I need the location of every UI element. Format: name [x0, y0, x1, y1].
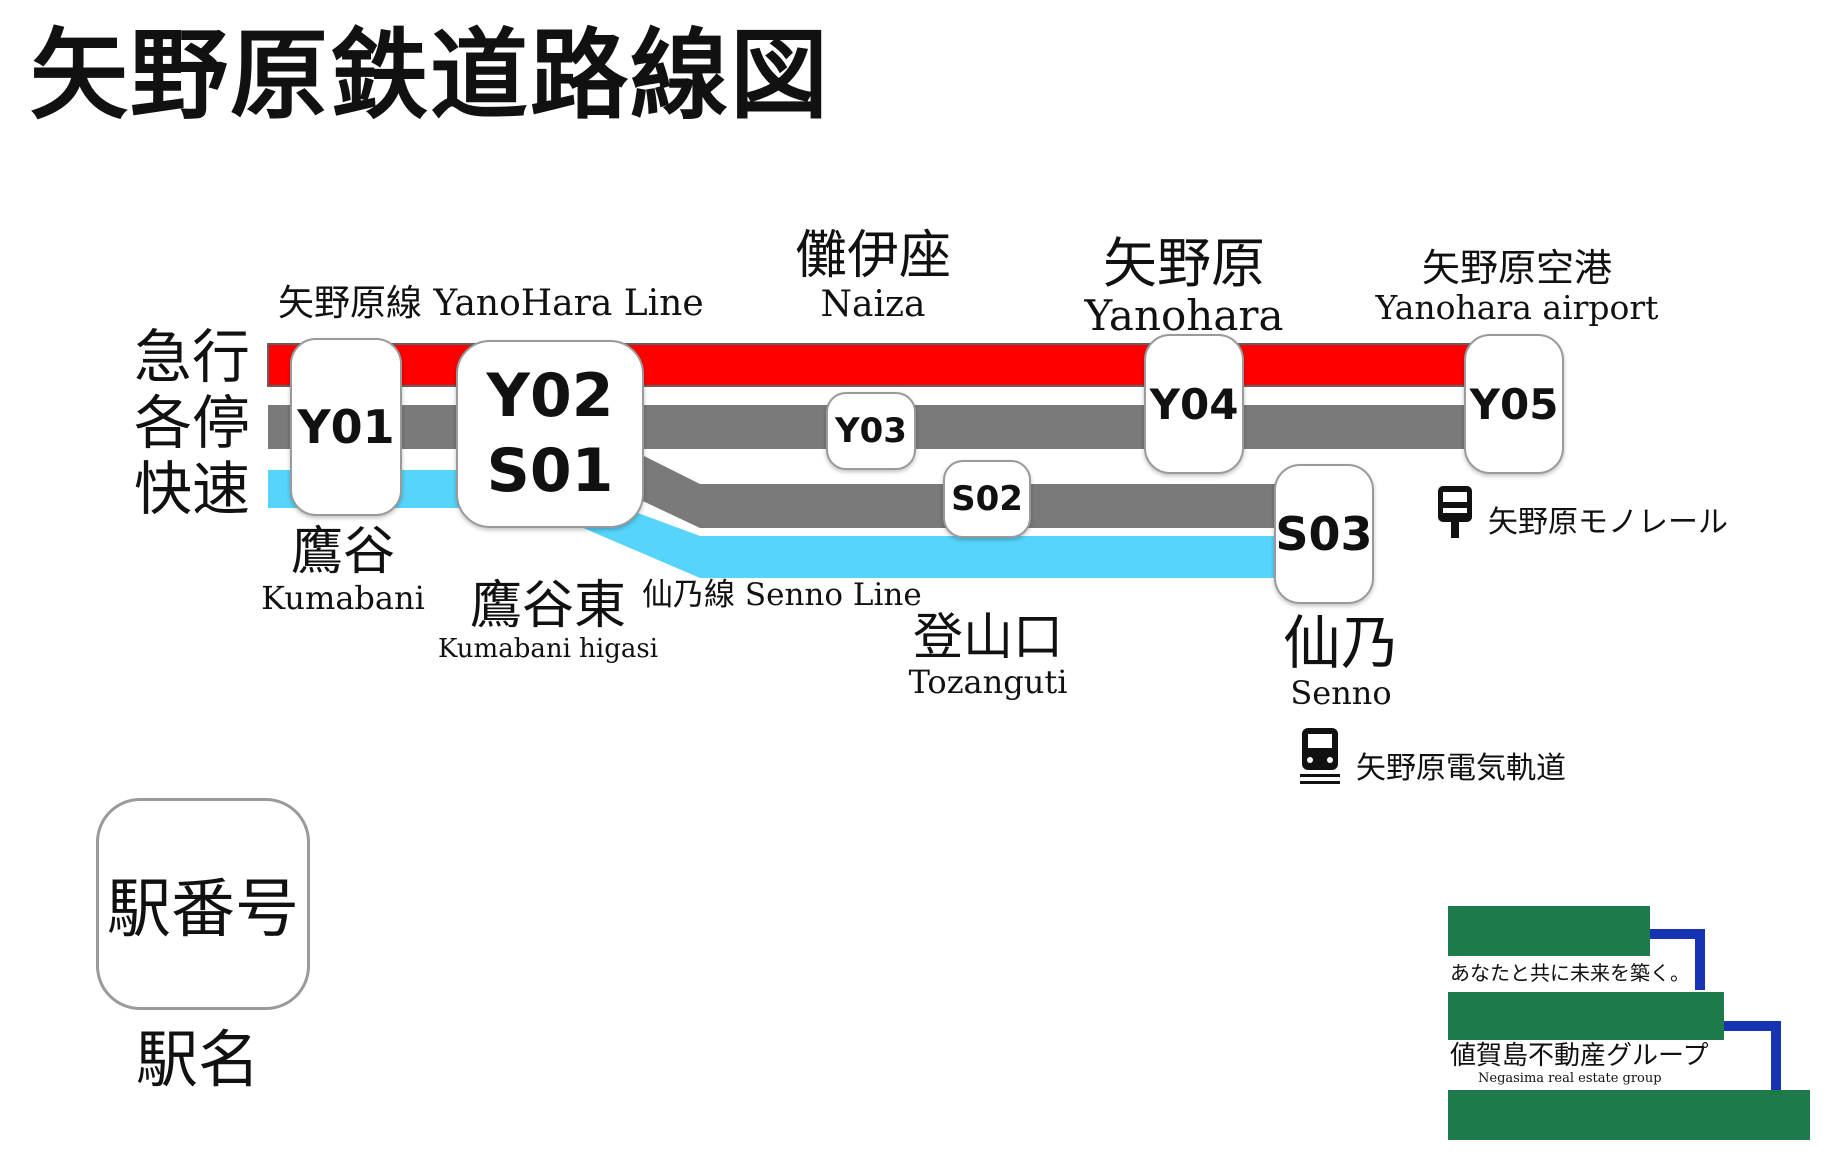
station-name-y02: 鷹谷東 Kumabani higasi	[437, 576, 659, 665]
service-rapid-label: 快速	[134, 455, 251, 523]
yanohara-line-label: 矢野原線 YanoHara Line	[278, 283, 704, 324]
station-badge-y01[interactable]: Y01	[290, 338, 402, 516]
ad-company: 値賀島不動産グループ	[1450, 1041, 1709, 1071]
station-badge-y03[interactable]: Y03	[826, 392, 916, 470]
senno-rapid-track	[560, 508, 1290, 578]
page-title: 矢野原鉄道路線図	[30, 19, 831, 133]
transfer-monorail-label: 矢野原モノレール	[1488, 505, 1728, 540]
station-name-y04: 矢野原 Yanohara	[1084, 232, 1284, 341]
station-name-s02: 登山口 Tozanguti	[908, 608, 1068, 701]
station-name-s03: 仙乃 Senno	[1282, 609, 1399, 712]
ad-bar-2	[1448, 992, 1724, 1040]
station-badge-y04[interactable]: Y04	[1144, 334, 1244, 474]
station-badge-y02-s01[interactable]: Y02 S01	[456, 340, 644, 528]
ad-bar-3	[1448, 1090, 1810, 1140]
transfer-tram-label: 矢野原電気軌道	[1356, 751, 1566, 786]
station-badge-s02[interactable]: S02	[943, 460, 1031, 538]
station-badge-y05[interactable]: Y05	[1464, 334, 1564, 474]
legend-code-badge: 駅番号	[96, 798, 310, 1010]
station-name-y05: 矢野原空港 Yanohara airport	[1375, 246, 1659, 327]
tram-icon	[1298, 726, 1342, 786]
ad-slogan: あなたと共に未来を築く。	[1450, 961, 1690, 985]
service-local-label: 各停	[134, 389, 251, 457]
ad-bar-1	[1448, 906, 1650, 956]
monorail-icon	[1436, 484, 1474, 540]
legend-name-label: 駅名	[136, 1023, 261, 1096]
station-name-y03: 儺伊座 Naiza	[794, 226, 951, 326]
station-name-y01: 鷹谷 Kumabani	[261, 522, 425, 618]
station-badge-s03[interactable]: S03	[1274, 464, 1374, 604]
service-express-label: 急行	[134, 323, 251, 391]
senno-line-label: 仙乃線 Senno Line	[642, 577, 922, 613]
ad-company-en: Negasima real estate group	[1478, 1071, 1662, 1086]
